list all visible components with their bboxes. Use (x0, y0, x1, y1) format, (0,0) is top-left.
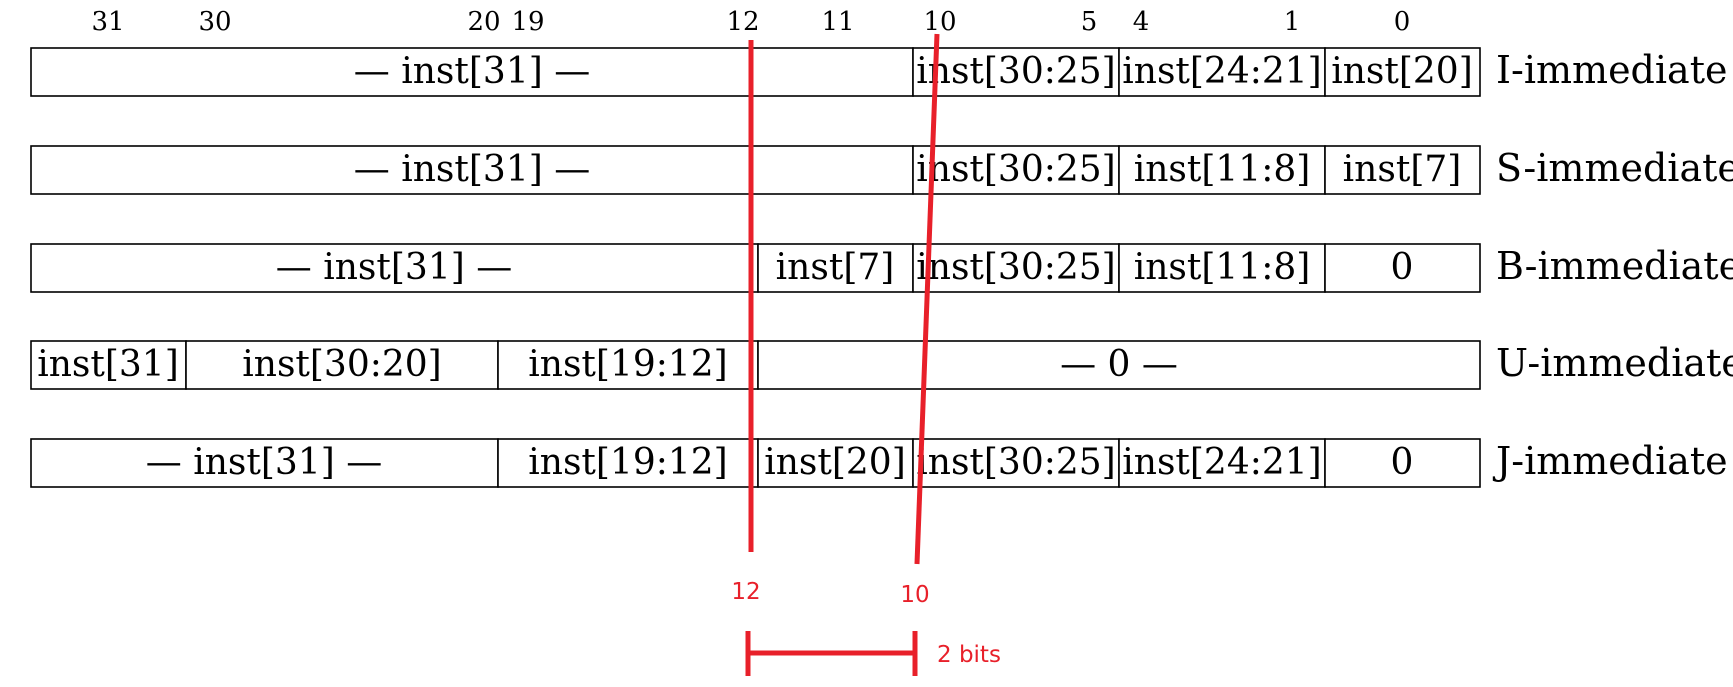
bit-label-0: 0 (1394, 7, 1411, 37)
cell-bits-19-12 (497, 340, 759, 390)
bit-label-4: 4 (1133, 7, 1150, 37)
cell-label: inst[24:21] (1122, 442, 1321, 483)
row-b-immediate: — inst[31] — inst[7] inst[30:25] inst[11… (30, 243, 1733, 293)
cell-sign-extend (30, 145, 914, 195)
bit-label-10: 10 (923, 7, 956, 37)
cell-bit-11 (757, 243, 914, 293)
cell-bits-4-1 (1118, 145, 1326, 195)
red-marker-label-12: 12 (731, 579, 760, 605)
cell-label: 0 (1391, 442, 1414, 483)
cell-label: inst[19:12] (528, 442, 727, 483)
cell-zero-fill (757, 340, 1481, 390)
cell-bit-0 (1324, 47, 1481, 97)
row-label: S-immediate (1496, 146, 1733, 190)
cell-sign-extend (30, 47, 914, 97)
cell-bit-0 (1324, 145, 1481, 195)
row-s-immediate: — inst[31] — inst[30:25] inst[11:8] inst… (30, 145, 1733, 195)
cell-label: 0 (1391, 247, 1414, 288)
bit-label-19: 19 (511, 7, 544, 37)
red-annotation: 12 10 2 bits (731, 33, 1001, 676)
span-label: 2 bits (937, 642, 1001, 668)
cell-bits-19-12 (497, 438, 759, 488)
cell-bit-0 (1324, 438, 1481, 488)
cell-label: inst[7] (776, 247, 895, 288)
row-label: J-immediate (1492, 439, 1728, 483)
cell-bit-0 (1324, 243, 1481, 293)
cell-label: inst[19:12] (528, 344, 727, 385)
cell-label: — inst[31] — (354, 149, 590, 190)
cell-bits-4-1 (1118, 243, 1326, 293)
bit-label-12: 12 (726, 7, 759, 37)
cell-label: inst[20] (764, 442, 906, 483)
bit-label-1: 1 (1284, 7, 1301, 37)
bit-label-31: 31 (91, 7, 124, 37)
cell-label: inst[30:20] (242, 344, 441, 385)
cell-label: inst[11:8] (1134, 247, 1311, 288)
cell-label: inst[31] (37, 344, 179, 385)
cell-label: inst[30:25] (916, 149, 1115, 190)
cell-bit-31 (30, 340, 187, 390)
cell-bits-10-5 (912, 47, 1120, 97)
cell-label: inst[24:21] (1122, 51, 1321, 92)
cell-label: inst[30:25] (916, 442, 1115, 483)
cell-label: — inst[31] — (354, 51, 590, 92)
cell-bit-11 (757, 438, 914, 488)
cell-sign-extend (30, 243, 759, 293)
cell-bits-10-5 (912, 145, 1120, 195)
cell-label: — inst[31] — (276, 247, 512, 288)
cell-label: inst[11:8] (1134, 149, 1311, 190)
cell-label: — inst[31] — (146, 442, 382, 483)
bit-label-20: 20 (467, 7, 500, 37)
bit-label-30: 30 (198, 7, 231, 37)
cell-label: inst[30:25] (916, 51, 1115, 92)
cell-label: — 0 — (1060, 344, 1178, 385)
red-marker-label-10: 10 (900, 582, 929, 608)
cell-bits-10-5 (912, 438, 1120, 488)
row-label: I-immediate (1496, 48, 1727, 92)
cell-bits-4-1 (1118, 438, 1326, 488)
row-j-immediate: — inst[31] — inst[19:12] inst[20] inst[3… (30, 438, 1728, 488)
cell-label: inst[30:25] (916, 247, 1115, 288)
cell-bits-4-1 (1118, 47, 1326, 97)
red-marker-line-10 (914, 33, 940, 565)
row-u-immediate: inst[31] inst[30:20] inst[19:12] — 0 — U… (30, 340, 1733, 390)
row-i-immediate: — inst[31] — inst[30:25] inst[24:21] ins… (30, 47, 1727, 97)
row-label: B-immediate (1496, 244, 1733, 288)
row-label: U-immediate (1496, 341, 1733, 385)
bit-label-5: 5 (1081, 7, 1098, 37)
cell-label: inst[20] (1331, 51, 1473, 92)
bit-label-11: 11 (821, 7, 854, 37)
cell-label: inst[7] (1343, 149, 1462, 190)
bit-position-header: 31 30 20 19 12 11 10 5 4 1 0 (91, 7, 1410, 37)
cell-sign-extend (30, 438, 499, 488)
